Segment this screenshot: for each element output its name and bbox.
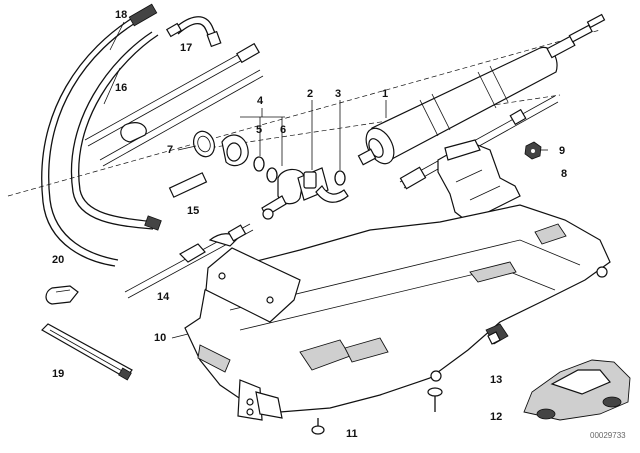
fuel-hose-16 — [70, 31, 162, 231]
screw-11 — [311, 387, 443, 435]
fuel-line-bundle — [84, 42, 264, 167]
cable-tie-19 — [41, 323, 133, 381]
clip-13 — [485, 323, 509, 345]
seal-3 — [334, 170, 346, 186]
callout-2: 2 — [307, 88, 314, 100]
callout-14: 14 — [157, 291, 170, 303]
callout-3: 3 — [335, 88, 342, 100]
nut-9 — [524, 141, 542, 160]
seal-5 — [253, 156, 265, 172]
guide-line-lower — [194, 94, 561, 151]
callout-6: 6 — [280, 124, 287, 136]
callout-15: 15 — [187, 205, 200, 217]
callout-1: 1 — [382, 88, 389, 100]
fuel-line-rear — [399, 95, 559, 190]
clip-20 — [45, 285, 79, 305]
guide-line-upper — [7, 29, 601, 197]
pressure-regulator-7 — [168, 130, 249, 198]
cover-plate — [205, 247, 301, 323]
callout-19: 19 — [52, 368, 65, 380]
seal-6 — [266, 167, 278, 183]
callout-11: 11 — [346, 428, 358, 440]
fuel-hose-18 — [41, 3, 158, 267]
fuel-filter-1 — [357, 13, 606, 166]
hose-17 — [165, 16, 222, 48]
callout-8: 8 — [561, 168, 568, 180]
callout-17: 17 — [180, 42, 193, 54]
callout-10: 10 — [154, 332, 167, 344]
callout-4: 4 — [257, 95, 264, 107]
connector-2 — [261, 167, 349, 220]
diagram-id-watermark: 00029733 — [590, 431, 626, 440]
car-silhouette-12 — [523, 359, 631, 421]
callout-20: 20 — [52, 254, 65, 266]
callout-5: 5 — [256, 124, 263, 136]
callout-7: 7 — [167, 144, 174, 156]
callout-9: 9 — [559, 145, 566, 157]
callout-13: 13 — [490, 374, 503, 386]
callout-16: 16 — [115, 82, 128, 94]
callout-18: 18 — [115, 9, 128, 21]
heat-shield-10 — [184, 204, 611, 421]
bracket-8 — [437, 139, 521, 223]
callout-12: 12 — [490, 411, 503, 423]
fuel-line-14 — [124, 223, 254, 299]
leader-lines — [103, 21, 548, 339]
